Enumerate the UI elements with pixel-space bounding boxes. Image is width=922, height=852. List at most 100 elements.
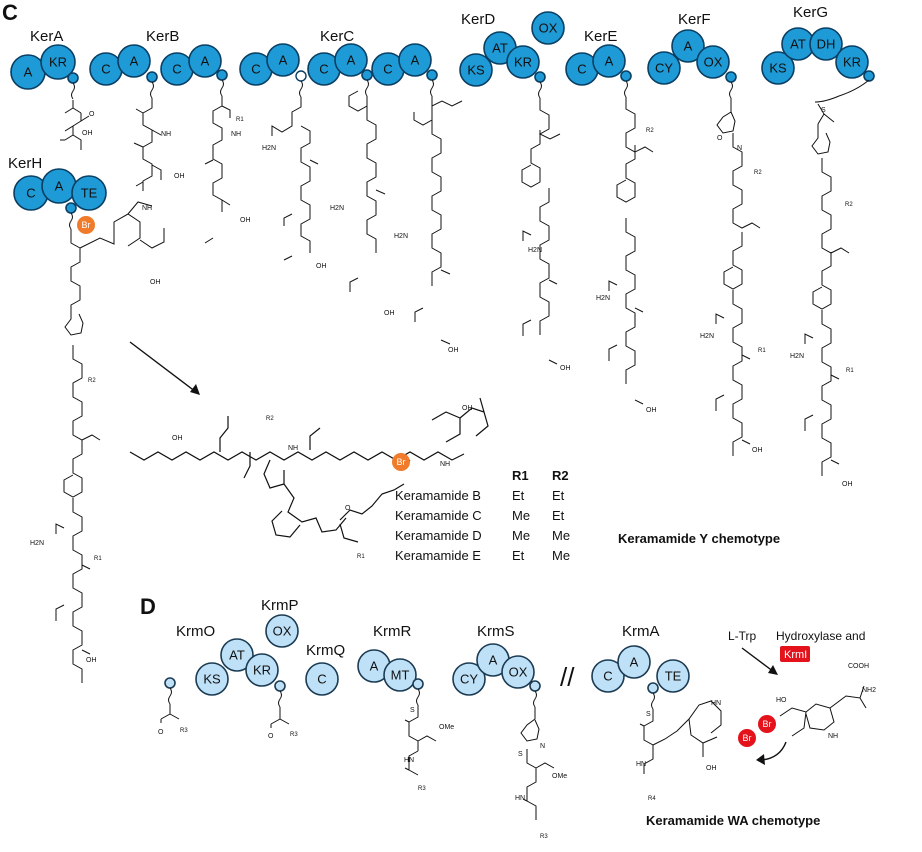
- domain-label: OX: [704, 55, 723, 70]
- atom-label: H2N: [790, 353, 804, 360]
- table-cell: Me: [552, 528, 570, 543]
- carrier-protein: [426, 69, 438, 81]
- table-row-name: Keramamide B: [395, 488, 481, 503]
- carrier-protein: [725, 71, 737, 83]
- module-kerC: KerC C A C A C A: [239, 28, 438, 86]
- domain-label: C: [251, 62, 260, 77]
- domain-label: KR: [253, 663, 271, 678]
- atom-label: H2N: [262, 145, 276, 152]
- module-kerF: KerF CY A OX: [647, 11, 737, 85]
- module-krmQ: KrmQ C: [305, 642, 345, 696]
- domain-circle: [117, 44, 151, 78]
- atom-label: OH: [752, 447, 763, 454]
- br-circle: [392, 453, 410, 471]
- atom-label: NH: [828, 733, 838, 740]
- transfer-arrow: [756, 741, 787, 765]
- domain-label: DH: [817, 37, 836, 52]
- domain-label: OX: [509, 665, 528, 680]
- l-trp-label: L-Trp: [728, 629, 757, 643]
- domain-label: A: [370, 659, 379, 674]
- atom-label: S: [518, 751, 523, 758]
- atom-label: OH: [316, 263, 327, 270]
- table-row-name: Keramamide C: [395, 508, 482, 523]
- domain-circle: [671, 29, 705, 63]
- domain-circle: [305, 662, 339, 696]
- domain-circle: [696, 45, 730, 79]
- domain-label: A: [489, 653, 498, 668]
- domain-label: KR: [49, 55, 67, 70]
- module-kerD: KerD KS AT KR OX: [459, 11, 565, 87]
- domain-label: A: [24, 65, 33, 80]
- br-circle: [738, 729, 756, 747]
- domain-label: A: [55, 179, 64, 194]
- keramamide-product: OH OH NH R2 R1 O NH: [129, 397, 489, 560]
- atom-label: HN: [711, 700, 721, 707]
- atom-label: R2: [266, 416, 274, 422]
- atom-label: R3: [290, 732, 298, 738]
- domain-circle: [835, 45, 869, 79]
- domain-label: CY: [460, 672, 478, 687]
- domain-label: KS: [769, 61, 787, 76]
- atom-label: COOH: [848, 663, 869, 670]
- carrier-protein: [529, 680, 541, 692]
- domain-label: C: [603, 669, 612, 684]
- domain-label: MT: [391, 668, 410, 683]
- atom-label: OH: [646, 407, 657, 414]
- module-kerB: KerB C A C A: [89, 28, 228, 86]
- module-label: KerH: [8, 155, 42, 172]
- module-kerA: KerA A KR: [10, 28, 79, 90]
- tethered-chains: OH O OH OH R1 NH NH H2N H2N H2N OH OH OH…: [30, 79, 870, 683]
- table-header: R1: [512, 468, 529, 483]
- carrier-protein: [295, 70, 307, 82]
- table-header: R2: [552, 468, 569, 483]
- atom-label: R1: [846, 368, 854, 374]
- domain-circle: [809, 27, 843, 61]
- module-label: KrmO: [176, 623, 215, 640]
- keramamide-table: R1 R2 Keramamide B Et Et Keramamide C Me…: [395, 468, 570, 563]
- br-label: Br: [743, 733, 752, 743]
- domain-label: KR: [843, 55, 861, 70]
- domain-circle: [195, 662, 229, 696]
- domain-circle: [383, 658, 417, 692]
- module-label: KerD: [461, 11, 495, 28]
- module-label: KrmA: [622, 623, 660, 640]
- domain-circle: [71, 175, 107, 211]
- atom-label: HN: [404, 757, 414, 764]
- carrier-protein: [647, 682, 659, 694]
- domain-label: A: [130, 54, 139, 69]
- atom-label: H2N: [528, 247, 542, 254]
- atom-label: OH: [384, 310, 395, 317]
- domain-circle: [40, 44, 76, 80]
- domain-label: C: [577, 62, 586, 77]
- atom-label: R2: [754, 170, 762, 176]
- atom-label: S: [821, 107, 826, 114]
- atom-label: S: [646, 711, 651, 718]
- table-cell: Et: [552, 488, 565, 503]
- domain-circle: [334, 43, 368, 77]
- domain-label: CY: [655, 61, 673, 76]
- domain-label: TE: [81, 186, 98, 201]
- atom-label: R4: [648, 796, 656, 802]
- module-label: KerF: [678, 11, 711, 28]
- atom-label: OH: [462, 405, 473, 412]
- module-label: KerA: [30, 28, 63, 45]
- atom-label: H2N: [394, 233, 408, 240]
- module-label: KerC: [320, 28, 354, 45]
- atom-label: R1: [94, 556, 102, 562]
- hydroxy-trp: HO COOH NH2 NH: [776, 663, 876, 740]
- y-chemotype-label: Keramamide Y chemotype: [618, 531, 780, 546]
- module-krmR: KrmR A MT S OMe HN R3: [357, 623, 454, 792]
- module-label: KrmP: [261, 597, 299, 614]
- pathway-separator: //: [560, 662, 575, 692]
- carrier-protein: [534, 71, 546, 83]
- carrier-protein: [863, 70, 875, 82]
- br-label: Br: [763, 719, 772, 729]
- atom-label: H2N: [30, 540, 44, 547]
- atom-label: OH: [82, 130, 93, 137]
- domain-label: C: [26, 186, 35, 201]
- domain-circle: [459, 53, 493, 87]
- krmi-badge: [780, 646, 810, 662]
- domain-label: A: [411, 53, 420, 68]
- atom-label: OMe: [439, 724, 454, 731]
- table-cell: Et: [512, 548, 525, 563]
